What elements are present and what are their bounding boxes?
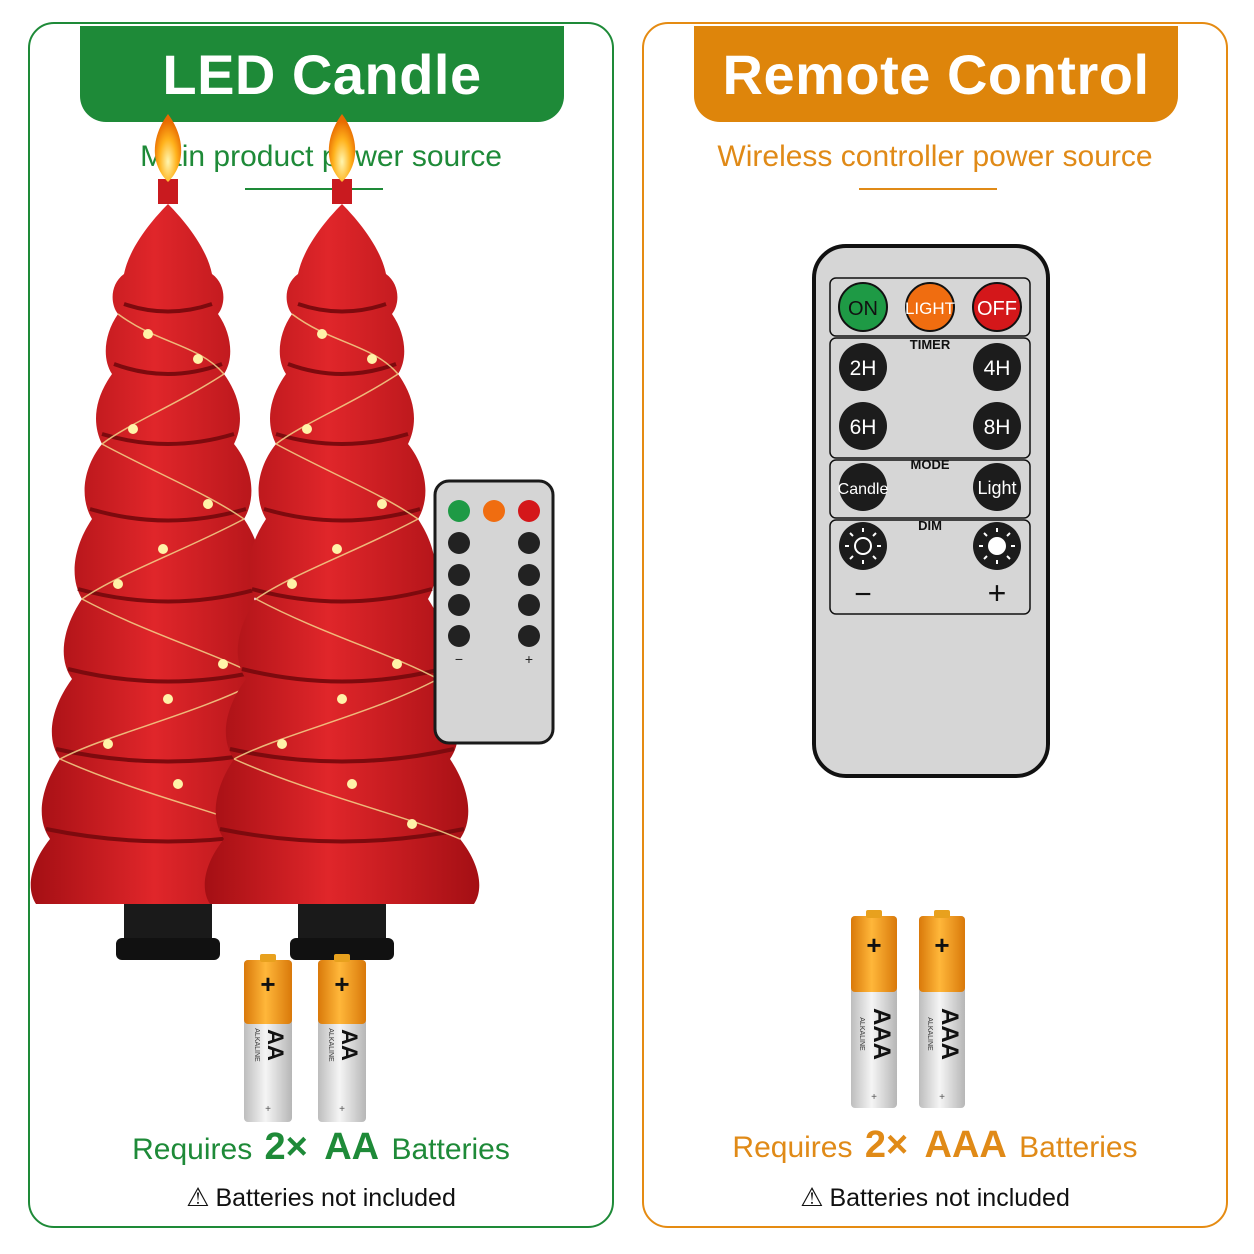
light-button: LIGHT <box>905 299 955 318</box>
remote-illustration: ON LIGHT OFF TIMER 2H 4H 6H 8H MODE Cand… <box>812 244 1050 1108</box>
battery-requirement: Requires 2× AAA Batteries <box>644 1124 1226 1167</box>
svg-text:AAA: AAA <box>868 1008 895 1060</box>
candle-mode: Candle <box>838 481 889 498</box>
remote-control-panel: Remote Control Wireless controller power… <box>642 22 1228 1228</box>
timer-label: TIMER <box>910 337 951 352</box>
aa-battery-2: AA ALKALINE <box>318 954 366 1122</box>
led-candle-panel: LED Candle Main product power source <box>28 22 614 1228</box>
notice-text: Batteries not included <box>829 1184 1070 1212</box>
battery-type: AAA <box>924 1124 1007 1166</box>
svg-text:AAA: AAA <box>936 1008 963 1060</box>
timer-6h: 6H <box>850 416 877 439</box>
battery-count: 2× <box>864 1124 909 1166</box>
candle-illustration: + + − + AA ALKALINE <box>30 112 555 1122</box>
warning-triangle-icon: ⚠ <box>800 1182 824 1212</box>
light-mode: Light <box>977 478 1016 498</box>
dim-minus: − <box>854 578 872 611</box>
battery-requirement: Requires 2× AA Batteries <box>30 1126 612 1169</box>
subtitle-underline <box>859 188 997 190</box>
requires-prefix: Requires <box>732 1131 853 1164</box>
led-candle-title: LED Candle <box>80 26 564 122</box>
off-button: OFF <box>977 298 1017 320</box>
battery-count: 2× <box>264 1126 308 1168</box>
aa-battery-1: AA ALKALINE <box>244 954 292 1122</box>
mini-remote <box>433 479 555 745</box>
requires-suffix: Batteries <box>1019 1131 1138 1164</box>
remote-control-subtitle: Wireless controller power source <box>717 140 1153 173</box>
on-button: ON <box>848 298 878 320</box>
timer-2h: 2H <box>850 357 877 380</box>
aaa-battery-2: AAA ALKALINE <box>919 910 965 1108</box>
batteries-notice: ⚠Batteries not included <box>644 1182 1226 1213</box>
batteries-notice: ⚠Batteries not included <box>30 1182 612 1213</box>
subtitle-underline <box>245 188 383 190</box>
timer-8h: 8H <box>984 416 1011 439</box>
svg-text:AA: AA <box>337 1029 362 1061</box>
sun-filled-icon <box>979 528 1015 564</box>
aaa-battery-1: AAA ALKALINE <box>851 910 897 1108</box>
sun-outline-icon <box>845 528 881 564</box>
dim-label: DIM <box>918 518 942 533</box>
svg-text:ALKALINE: ALKALINE <box>327 1028 334 1062</box>
svg-text:ALKALINE: ALKALINE <box>253 1028 260 1062</box>
requires-prefix: Requires <box>132 1133 253 1166</box>
requires-suffix: Batteries <box>391 1133 510 1166</box>
remote-control: ON LIGHT OFF TIMER 2H 4H 6H 8H MODE Cand… <box>812 244 1050 778</box>
battery-type: AA <box>324 1126 380 1168</box>
led-candle-subtitle: Main product power source <box>140 140 502 173</box>
notice-text: Batteries not included <box>215 1184 456 1212</box>
mode-label: MODE <box>911 457 950 472</box>
timer-4h: 4H <box>984 357 1011 380</box>
warning-triangle-icon: ⚠ <box>186 1182 210 1212</box>
svg-text:ALKALINE: ALKALINE <box>858 1017 865 1051</box>
svg-text:ALKALINE: ALKALINE <box>926 1017 933 1051</box>
remote-control-title: Remote Control <box>694 26 1178 122</box>
svg-text:AA: AA <box>263 1029 288 1061</box>
dim-plus: + <box>988 575 1007 611</box>
